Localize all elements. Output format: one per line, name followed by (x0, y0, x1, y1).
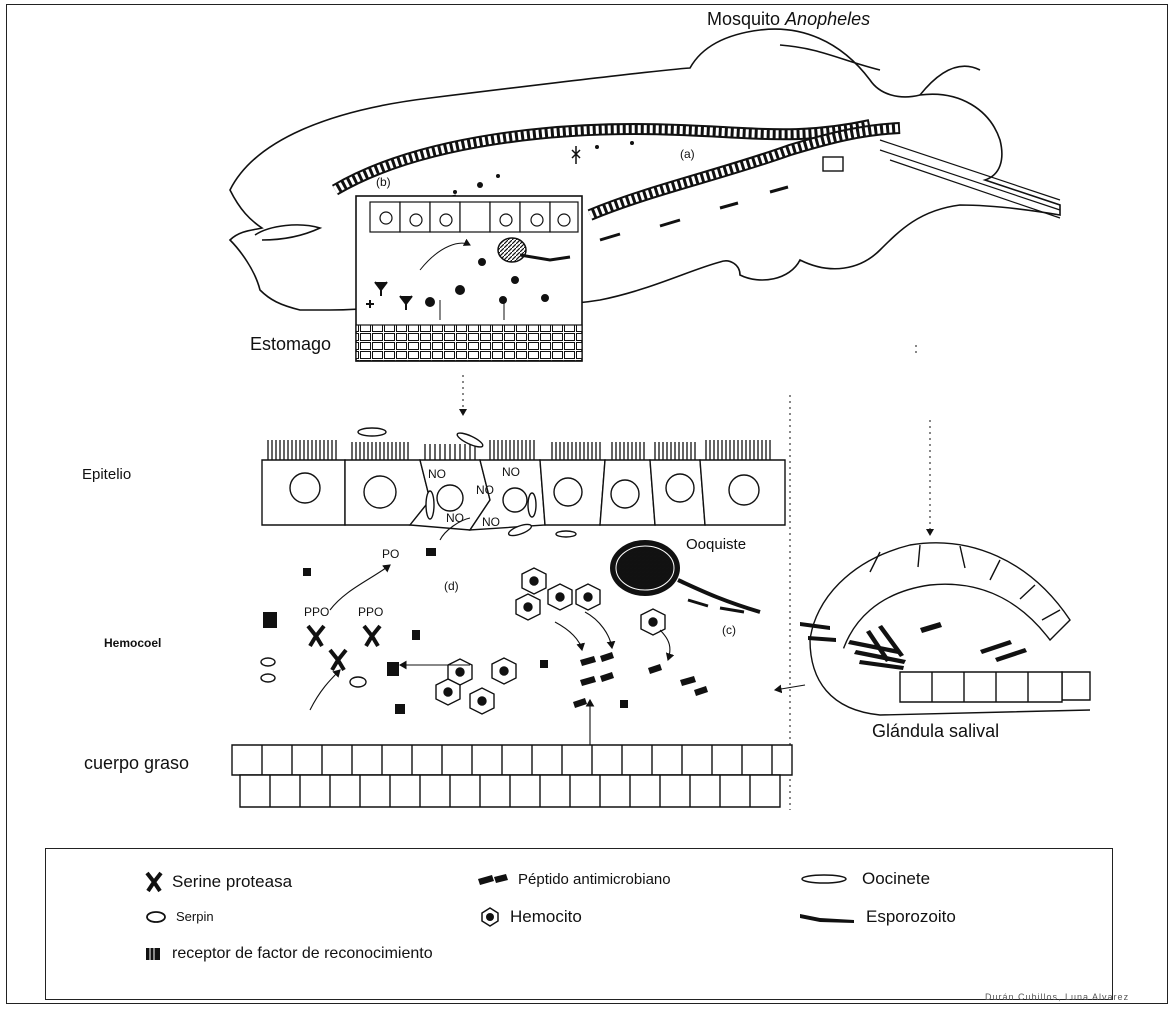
serpin-icon (144, 910, 168, 924)
ookinete-icon (798, 872, 854, 886)
legend-item-peptide: Péptido antimicrobiano (476, 871, 671, 888)
credit-text: Durán Cubillos, Luna Alvarez (985, 992, 1129, 1002)
sporozoite-icon (798, 910, 858, 924)
hemocyte-icon (478, 905, 502, 929)
label-hemocoel: Hemocoel (104, 637, 161, 649)
label-no-2: NO (502, 466, 520, 478)
legend-item-oocinete: Oocinete (798, 869, 930, 889)
legend: Serine proteasa Péptido antimicrobiano O… (45, 848, 1113, 1000)
label-po: PO (382, 548, 399, 560)
diagram-title: Mosquito Anopheles (707, 10, 870, 28)
fat-body (232, 745, 792, 807)
legend-item-serpin: Serpin (144, 909, 214, 924)
label-no-5: NO (482, 516, 500, 528)
label-epitelio: Epitelio (82, 467, 131, 482)
label-glandula-salival: Glándula salival (872, 722, 999, 740)
label-no-3: NO (476, 484, 494, 496)
epithelium (262, 428, 785, 538)
label-b: (b) (376, 176, 391, 188)
label-ooquiste: Ooquiste (686, 537, 746, 552)
stomach-inset (356, 196, 582, 361)
label-no-1: NO (428, 468, 446, 480)
label-d: (d) (444, 580, 459, 592)
recognition-receptor-icon (144, 946, 164, 962)
label-estomago: Estomago (250, 335, 331, 353)
mosquito-body (230, 29, 1060, 310)
label-cuerpo-graso: cuerpo graso (84, 754, 189, 772)
label-no-4: NO (446, 512, 464, 524)
label-a: (a) (680, 148, 695, 160)
label-c: (c) (722, 624, 736, 636)
legend-item-esporozoito: Esporozoito (798, 907, 956, 927)
label-ppo-1: PPO (304, 606, 329, 618)
legend-item-receptor: receptor de factor de reconocimiento (144, 945, 433, 963)
salivary-gland (800, 543, 1090, 715)
label-ppo-2: PPO (358, 606, 383, 618)
serine-protease-icon (144, 871, 164, 893)
legend-item-serine-protease: Serine proteasa (144, 871, 292, 893)
antimicrobial-peptide-icon (476, 873, 510, 887)
legend-item-hemocito: Hemocito (478, 905, 582, 929)
